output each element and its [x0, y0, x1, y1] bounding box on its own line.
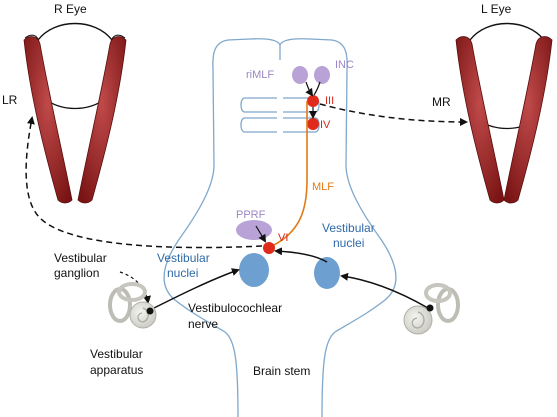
vestibular-apparatus-label-2: apparatus — [90, 363, 143, 377]
nucleus-vi — [263, 242, 275, 254]
vestibular-nucleus-to-vi-arrow — [274, 247, 328, 263]
vestibular-nuclei-left-label-1: Vestibular — [157, 251, 210, 265]
medial-rectus-muscle — [455, 36, 505, 204]
vestibulocochlear-nerve-label-2: nerve — [188, 317, 218, 331]
vestibular-nucleus-left — [239, 253, 269, 287]
vestibular-ganglion-right — [426, 304, 434, 312]
vestibulocochlear-nerve-right — [340, 272, 429, 309]
inc-to-iii-arrow — [313, 81, 321, 96]
inc-label: INC — [335, 59, 354, 71]
pprf-to-vi-arrow — [255, 225, 267, 243]
brain-stem-label: Brain stem — [253, 364, 310, 378]
iii-to-mr-dashed-path — [319, 103, 468, 126]
medial-rectus-muscle-right — [77, 36, 127, 204]
nucleus-iii-label: III — [325, 95, 334, 107]
nucleus-iv-label: IV — [320, 119, 331, 131]
pprf-nucleus — [236, 220, 272, 240]
vestibulocochlear-nerve-label-1: Vestibulocochlear — [188, 301, 282, 315]
lateral-rectus-muscle — [23, 36, 73, 204]
l-eye-label: L Eye — [481, 2, 512, 16]
vestibular-nuclei-right-label-1: Vestibular — [322, 221, 375, 235]
left-eye — [455, 22, 553, 204]
r-eye-label: R Eye — [54, 2, 87, 16]
vestibular-apparatus-right — [403, 283, 460, 335]
vi-to-lr-dashed-path — [25, 116, 263, 249]
lateral-rectus-muscle-left — [503, 36, 553, 204]
vestibular-nuclei-right-label-2: nuclei — [333, 236, 364, 250]
rimlf-label: riMLF — [246, 69, 274, 81]
brainstem-outline — [163, 38, 397, 417]
inc-nucleus — [314, 66, 330, 84]
vestibular-ganglion — [146, 307, 154, 315]
vestibular-apparatus-left — [108, 282, 157, 329]
vestibulocochlear-nerve-left — [149, 268, 240, 311]
vestibular-nucleus-right — [314, 257, 340, 289]
lr-label: LR — [2, 93, 18, 107]
mr-label: MR — [432, 95, 451, 109]
right-eye — [23, 22, 127, 204]
nucleus-iii — [307, 95, 319, 107]
pprf-label: PPRF — [236, 209, 266, 221]
rimlf-to-iii-arrow — [305, 81, 314, 97]
nucleus-vi-label: VI — [278, 232, 288, 244]
rimlf-nucleus — [292, 66, 308, 84]
vestibular-nuclei-left-label-2: nuclei — [167, 266, 198, 280]
vestibular-ganglion-label-1: Vestibular — [54, 251, 107, 265]
vestibular-ganglion-label-2: ganglion — [54, 266, 99, 280]
mlf-tract — [271, 101, 308, 247]
nucleus-iv — [307, 118, 319, 130]
mlf-label: MLF — [312, 181, 334, 193]
vestibular-apparatus-label-1: Vestibular — [90, 347, 143, 361]
